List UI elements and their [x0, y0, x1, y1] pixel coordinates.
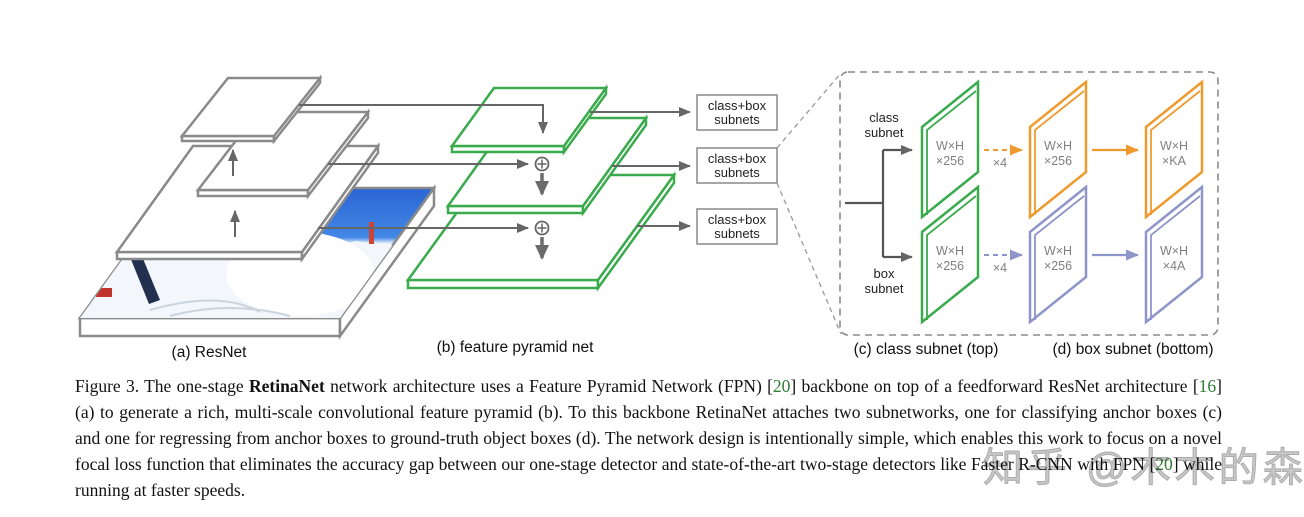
detail-panel-border	[839, 71, 1219, 336]
class-output-dims-line1: W×H	[1160, 139, 1188, 153]
box-mid-dims-line2: ×256	[1044, 259, 1072, 273]
subnet-box-line2: subnets	[714, 112, 760, 127]
resnet-upsample-arrows	[228, 149, 240, 237]
citation-link[interactable]: 16	[1198, 376, 1217, 396]
subnet-box-line2: subnets	[714, 165, 760, 180]
class-subnet-tag-line1: class	[869, 110, 899, 125]
zoom-fan-lines	[776, 72, 842, 335]
box-mid-dims-line1: W×H	[1044, 244, 1072, 258]
box-conv-panel-green	[920, 184, 980, 325]
label-d-box-subnet: (d) box subnet (bottom)	[1052, 341, 1213, 358]
box-subnet-tag-line2: subnet	[864, 281, 903, 296]
box-mid-panel-blue	[1028, 184, 1088, 325]
class-output-dims-line2: ×KA	[1162, 154, 1187, 168]
citation-link[interactable]: 20	[1155, 454, 1173, 474]
class-conv-panel-green	[920, 79, 980, 220]
figure-caption: Figure 3. The one-stage RetinaNet networ…	[75, 373, 1222, 503]
resnet-layer-1	[179, 74, 323, 145]
subnet-box-line1: class+box	[708, 151, 767, 166]
merge-plus-icon	[534, 156, 550, 236]
box-conv-dims-line2: ×256	[936, 259, 964, 273]
class-conv-dims-line2: ×256	[936, 154, 964, 168]
classbox-subnets-box-2: class+box subnets	[696, 147, 778, 184]
box-output-dims-line1: W×H	[1160, 244, 1188, 258]
class-mid-dims-line2: ×256	[1044, 154, 1072, 168]
box-subnet-tag-line1: box	[874, 266, 895, 281]
caption-text: network architecture uses a Feature Pyra…	[324, 376, 773, 396]
caption-text: ] while running at faster speeds.	[75, 454, 1223, 500]
resnet-layer-2	[195, 108, 371, 200]
label-a-resnet: (a) ResNet	[172, 344, 248, 361]
fpn-layer-1	[449, 84, 609, 156]
architecture-diagram: class+box subnets class+box subnets clas…	[77, 71, 1219, 361]
citation-link[interactable]: 20	[772, 376, 791, 396]
label-b-fpn: (b) feature pyramid net	[437, 339, 594, 356]
classbox-subnets-box-1: class+box subnets	[696, 94, 778, 131]
box-conv-dims-line1: W×H	[936, 244, 964, 258]
classbox-subnets-box-3: class+box subnets	[696, 208, 778, 245]
class-times4-label: ×4	[993, 156, 1007, 170]
subnet-output-arrows	[590, 107, 691, 231]
class-subnet-tag-line2: subnet	[864, 125, 903, 140]
caption-text: ] backbone on top of a feedforward ResNe…	[790, 376, 1199, 396]
box-output-panel-blue	[1144, 184, 1204, 325]
class-conv-dims-line1: W×H	[936, 139, 964, 153]
subnet-box-line1: class+box	[708, 98, 767, 113]
caption-text: ] (a) to generate a rich, multi-scale co…	[75, 376, 1222, 474]
box-output-dims-line2: ×4A	[1163, 259, 1186, 273]
label-c-class-subnet: (c) class subnet (top)	[854, 341, 999, 358]
caption-text: Figure 3. The one-stage	[75, 376, 249, 396]
class-mid-panel-orange	[1028, 79, 1088, 220]
class-mid-dims-line1: W×H	[1044, 139, 1072, 153]
lateral-connections	[299, 104, 548, 233]
class-output-panel-orange	[1144, 79, 1204, 220]
subnet-box-line2: subnets	[714, 226, 760, 241]
caption-retinanet-bold: RetinaNet	[248, 376, 325, 396]
subnet-box-line1: class+box	[708, 212, 767, 227]
input-split-bracket	[845, 145, 913, 262]
box-times4-label: ×4	[993, 261, 1007, 275]
zhihu-watermark: 知乎 @木木的森	[983, 446, 1304, 491]
